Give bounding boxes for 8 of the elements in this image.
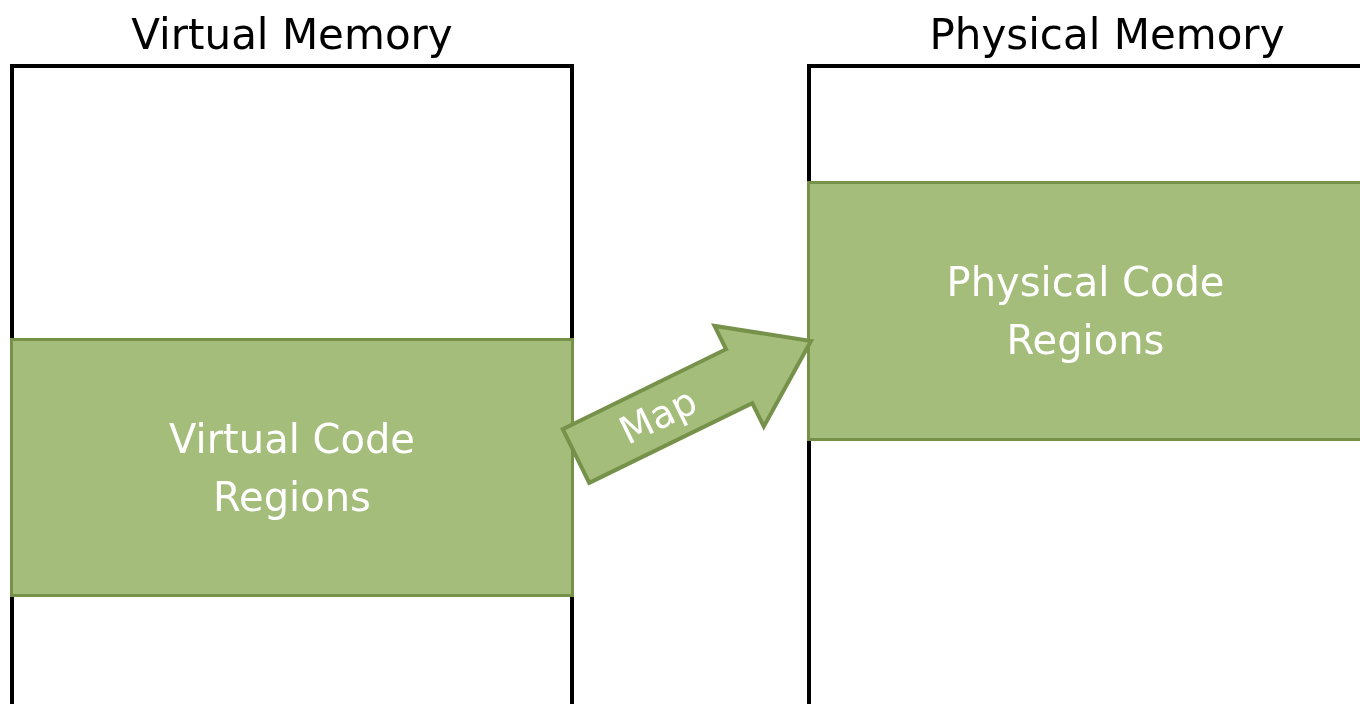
block-arrow [560, 323, 815, 486]
edge-label: Map [611, 378, 704, 454]
code-region [807, 181, 1360, 441]
memory-title: Physical Memory [928, 10, 1286, 59]
memory-title: Virtual Memory [130, 10, 454, 59]
region-label: Physical Code Regions [945, 258, 1226, 365]
code-region [10, 338, 574, 597]
region-label: Virtual Code Regions [168, 414, 416, 522]
